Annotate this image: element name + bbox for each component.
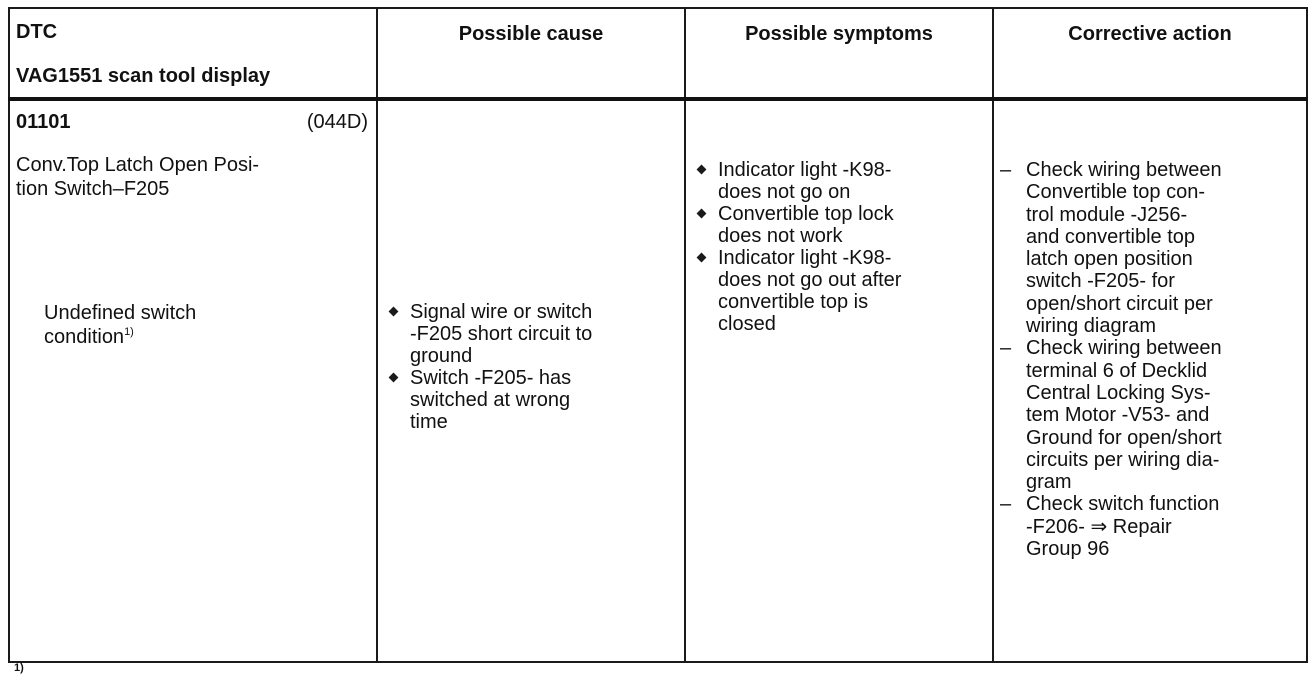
header-corrective-action: Corrective action [992, 7, 1308, 101]
diamond-bullet-icon [388, 306, 399, 317]
symptom-list: Indicator light -K98-does not go on Conv… [696, 159, 984, 335]
header-possible-symptoms: Possible symptoms [684, 7, 994, 101]
header-dtc: DTC VAG1551 scan tool display [8, 7, 378, 101]
header-possible-symptoms-label: Possible symptoms [745, 23, 933, 45]
dtc-code: 01101 [16, 111, 71, 133]
header-row: DTC VAG1551 scan tool display Possible c… [8, 7, 1308, 101]
header-possible-cause: Possible cause [376, 7, 686, 101]
diamond-bullet-icon [696, 252, 707, 263]
footnote-mark: 1) [14, 662, 24, 674]
diamond-bullet-icon [388, 372, 399, 383]
list-item: Indicator light -K98-does not go on [696, 159, 984, 203]
possible-symptoms-cell: Indicator light -K98-does not go on Conv… [684, 98, 994, 663]
dash-marker: – [1000, 493, 1012, 516]
table-row: 01101 (044D) Conv.Top Latch Open Posi-ti… [8, 98, 1308, 663]
dash-marker: – [1000, 159, 1012, 181]
cause-list: Signal wire or switch-F205 short circuit… [388, 301, 676, 433]
header-scan-tool-label: VAG1551 scan tool display [16, 65, 271, 87]
header-corrective-action-label: Corrective action [1068, 23, 1232, 45]
dtc-code-row: 01101 (044D) [16, 111, 368, 134]
dtc-cell: 01101 (044D) Conv.Top Latch Open Posi-ti… [8, 98, 378, 663]
list-item: Signal wire or switch-F205 short circuit… [388, 301, 676, 367]
header-possible-cause-label: Possible cause [458, 23, 604, 45]
diamond-bullet-icon [696, 164, 707, 175]
header-dtc-label: DTC [16, 21, 58, 43]
dash-marker: – [1000, 337, 1012, 360]
possible-cause-cell: Signal wire or switch-F205 short circuit… [376, 98, 686, 663]
dtc-table: DTC VAG1551 scan tool display Possible c… [8, 7, 1308, 663]
footnote-ref: 1) [124, 326, 134, 338]
dtc-description: Conv.Top Latch Open Posi-tion Switch–F20… [16, 154, 260, 200]
list-item: Indicator light -K98-does not go out aft… [696, 247, 984, 335]
dtc-hex-code: (044D) [306, 111, 368, 133]
diamond-bullet-icon [696, 208, 707, 219]
